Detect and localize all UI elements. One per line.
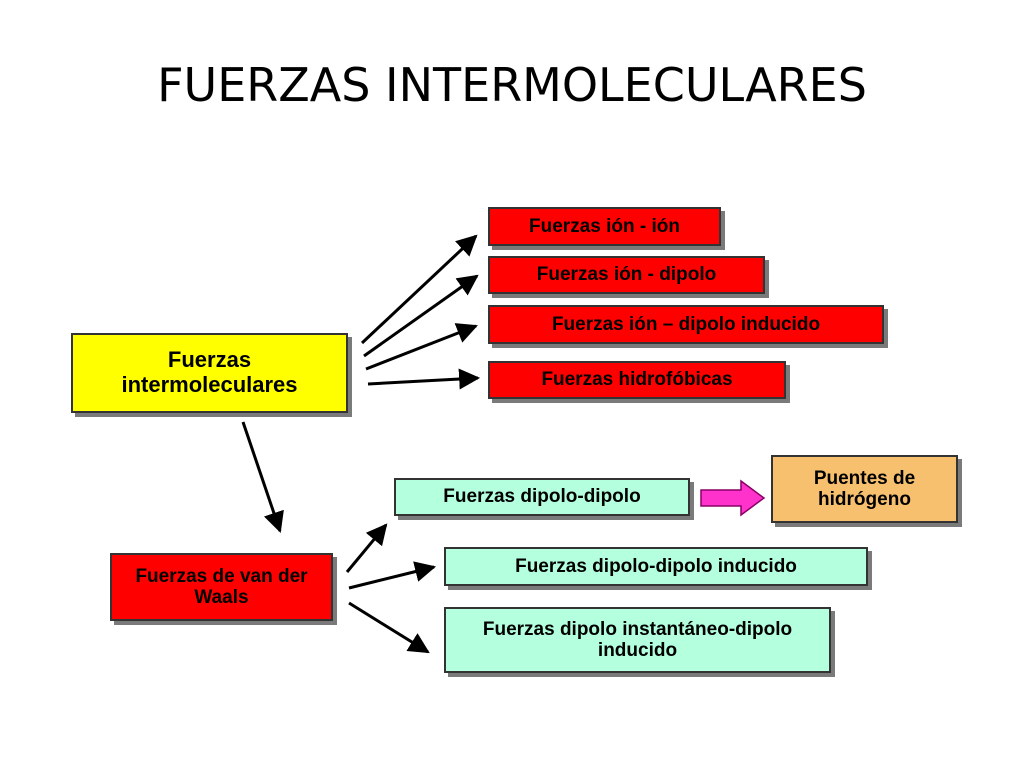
node-fuerzas-dipolo-instantaneo-dipolo-inducido: Fuerzas dipolo instantáneo-dipolo induci…: [444, 607, 831, 673]
node-fuerzas-intermoleculares: Fuerzas intermoleculares: [71, 333, 348, 413]
node-fuerzas-ion-dipolo-inducido: Fuerzas ión – dipolo inducido: [488, 305, 884, 344]
arrow-root-to-van-der-waals: [241, 421, 284, 533]
node-puentes-de-hidrogeno: Puentes de hidrógeno: [771, 455, 958, 523]
slide-title: FUERZAS INTERMOLECULARES: [157, 58, 867, 112]
arrow-root-to-hidrofobicas: [367, 368, 481, 390]
node-fuerzas-dipolo-dipolo: Fuerzas dipolo-dipolo: [394, 478, 690, 516]
arrow-vdw-to-dipolo-dipolo-inducido: [348, 561, 437, 590]
node-fuerzas-dipolo-dipolo-inducido: Fuerzas dipolo-dipolo inducido: [444, 547, 868, 586]
node-fuerzas-hidrofobicas: Fuerzas hidrofóbicas: [488, 361, 786, 399]
arrow-root-to-ion-dipolo-inducido: [365, 323, 478, 371]
arrow-root-to-ion-ion: [360, 234, 478, 345]
arrow-vdw-to-dipolo-instantaneo: [348, 601, 430, 654]
arrow-root-to-ion-dipolo: [363, 274, 479, 358]
arrow-vdw-to-dipolo-dipolo: [345, 523, 388, 573]
block-arrow-to-puentes: [700, 479, 766, 517]
node-fuerzas-ion-dipolo: Fuerzas ión - dipolo: [488, 256, 765, 294]
node-fuerzas-ion-ion: Fuerzas ión - ión: [488, 207, 721, 246]
node-fuerzas-van-der-waals: Fuerzas de van der Waals: [110, 553, 333, 621]
